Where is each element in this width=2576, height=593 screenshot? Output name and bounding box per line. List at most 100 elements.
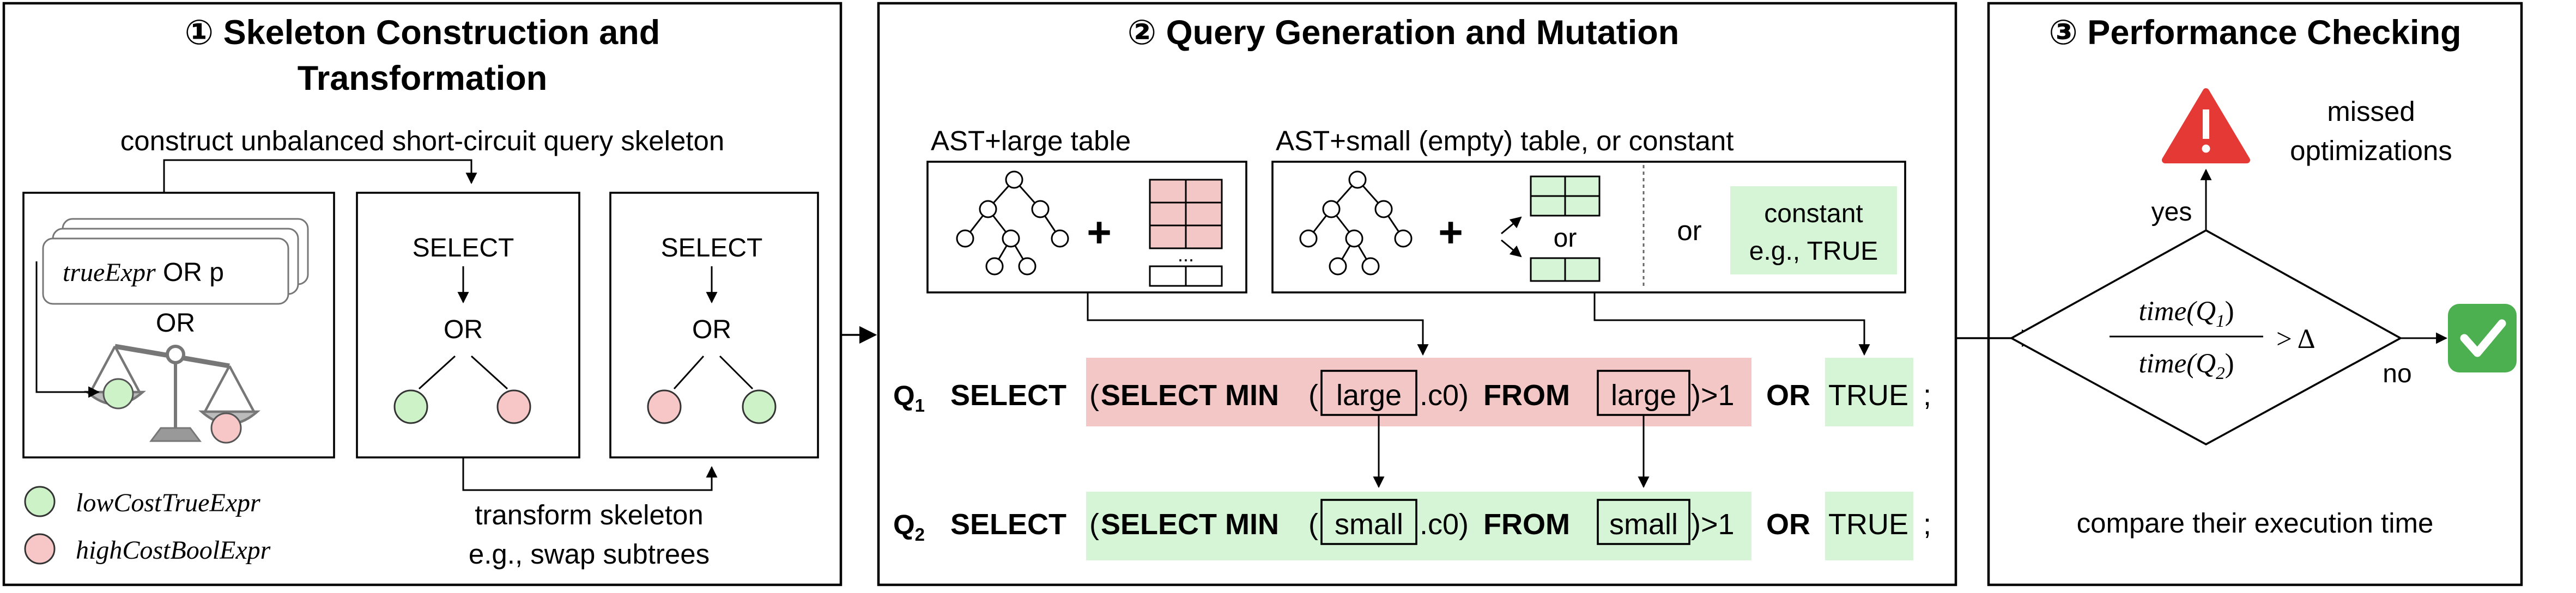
q2-label: Q2 <box>893 509 925 545</box>
legend-green-label: lowCostTrueExpr <box>76 488 260 517</box>
q2-table2-box <box>1597 499 1690 545</box>
large-to-q1-arrow <box>1087 292 1429 356</box>
q2-select-keyword: SELECT <box>950 508 1066 541</box>
transform-arrow <box>462 457 718 491</box>
panel-performance: ③ Performance Checking missed optimizati… <box>1987 2 2523 586</box>
skeleton-a-box <box>356 192 580 458</box>
no-label: no <box>2383 359 2411 388</box>
panel-skeleton: ① Skeleton Construction and Transformati… <box>2 2 842 586</box>
q1-paren-open: ( <box>1089 379 1099 412</box>
q1-paren-open2: ( <box>1308 379 1318 412</box>
q2-subquery-highlight <box>1086 492 1751 560</box>
q2-select-min: SELECT MIN <box>1101 508 1279 541</box>
q2-paren-open: ( <box>1089 508 1099 541</box>
true-expr-text: trueExpr <box>63 258 156 287</box>
q2-col: .c0) <box>1420 508 1469 541</box>
label-large-table: AST+large table <box>931 125 1131 156</box>
scale-or-label: OR <box>156 309 195 338</box>
transform-label-line1: transform skeleton <box>475 499 704 530</box>
q2-paren-open2: ( <box>1308 508 1318 541</box>
q1-true-highlight <box>1825 358 1913 426</box>
plus-sign-small: + <box>1438 208 1463 256</box>
q1-table2: large <box>1611 379 1676 412</box>
q2-semicolon: ; <box>1923 508 1931 541</box>
small-or-text: or <box>1554 224 1577 253</box>
legend-pink-swatch <box>24 533 56 565</box>
panel-skeleton-border <box>2 2 842 586</box>
initial-box <box>22 192 335 458</box>
skeleton-b-node-green <box>742 389 777 424</box>
q1-or: OR <box>1766 379 1810 412</box>
panel-skeleton-title-line2: Transformation <box>298 59 548 97</box>
legend-pink-label: highCostBoolExpr <box>76 536 271 565</box>
panel-query-border <box>877 2 1957 586</box>
large-table-icon: ... <box>1149 179 1223 287</box>
compare-label: compare their execution time <box>2077 508 2434 539</box>
q2-or: OR <box>1766 508 1810 541</box>
q1-select-min: SELECT MIN <box>1101 379 1279 412</box>
fork-arrow-up <box>1501 216 1522 235</box>
ast-small-box <box>1271 161 1906 294</box>
q2-table1: small <box>1335 508 1403 541</box>
skeleton-a-edge-right <box>470 355 508 390</box>
constant-or-text: or <box>1677 215 1701 246</box>
missed-line2: optimizations <box>2290 135 2452 166</box>
skeleton-a-edge-left <box>418 355 456 390</box>
construct-arrow <box>163 159 477 193</box>
q2-true-highlight <box>1825 492 1913 560</box>
skeleton-a-or: OR <box>444 315 483 344</box>
ratio-numerator: time(Q1) <box>2138 296 2234 331</box>
small-table-icon <box>1530 175 1601 217</box>
panel-performance-border <box>1987 2 2523 586</box>
panel-query-title: ② Query Generation and Mutation <box>1128 14 1679 52</box>
q1-label: Q1 <box>893 380 925 415</box>
q2-rest: )>1 <box>1691 508 1735 541</box>
panel-performance-title: ③ Performance Checking <box>2048 14 2461 52</box>
q1-select-keyword: SELECT <box>950 379 1066 412</box>
check-icon <box>2448 304 2517 372</box>
panel-skeleton-title-line1: ① Skeleton Construction and <box>185 14 660 52</box>
yes-label: yes <box>2151 198 2192 227</box>
skeleton-a-node-pink <box>496 389 531 424</box>
svg-text:...: ... <box>1178 243 1194 266</box>
q2-from: FROM <box>1483 508 1570 541</box>
q1-table1: large <box>1336 379 1402 412</box>
legend-green-swatch <box>24 486 56 517</box>
ast-tree-icon <box>956 170 1069 276</box>
constant-line2: e.g., TRUE <box>1749 237 1878 266</box>
warning-icon <box>2162 88 2250 163</box>
construct-label: construct unbalanced short-circuit query… <box>120 125 724 156</box>
card-stack-icon <box>42 218 309 305</box>
ast-tree-icon-small <box>1299 170 1413 276</box>
skeleton-b-or: OR <box>692 315 731 344</box>
skeleton-a-node-green <box>393 389 428 424</box>
q2-true: TRUE <box>1828 508 1908 541</box>
card-text: trueExpr OR p <box>63 258 224 287</box>
balance-scale-icon <box>84 344 260 444</box>
card-to-scale-arrow <box>35 261 100 398</box>
or-p-text: OR p <box>156 258 224 287</box>
constant-line1: constant <box>1764 199 1863 228</box>
q1-rest: )>1 <box>1691 379 1735 412</box>
label-small-table: AST+small (empty) table, or constant <box>1276 125 1734 156</box>
empty-table-icon <box>1530 257 1601 282</box>
plus-sign-large: + <box>1087 208 1112 256</box>
q1-semicolon: ; <box>1923 379 1931 412</box>
skeleton-b-edge-right <box>719 355 754 390</box>
q2-table1-box <box>1320 499 1417 545</box>
q1-true: TRUE <box>1828 379 1908 412</box>
panel-query-generation: ② Query Generation and Mutation AST+larg… <box>877 2 1957 586</box>
q1-table1-box <box>1320 370 1417 416</box>
skeleton-b-node-pink <box>647 389 682 424</box>
constant-box <box>1730 186 1897 274</box>
skeleton-b-edge-left <box>673 355 705 390</box>
ratio-denominator: time(Q2) <box>2138 349 2234 383</box>
skeleton-a-select: SELECT <box>413 234 514 262</box>
skeleton-b-box <box>609 192 819 458</box>
skeleton-b-select: SELECT <box>661 234 763 262</box>
missed-line1: missed <box>2327 96 2415 127</box>
q2-table2: small <box>1609 508 1678 541</box>
q1-col: .c0) <box>1420 379 1469 412</box>
greater-than-delta: > Δ <box>2276 324 2316 354</box>
